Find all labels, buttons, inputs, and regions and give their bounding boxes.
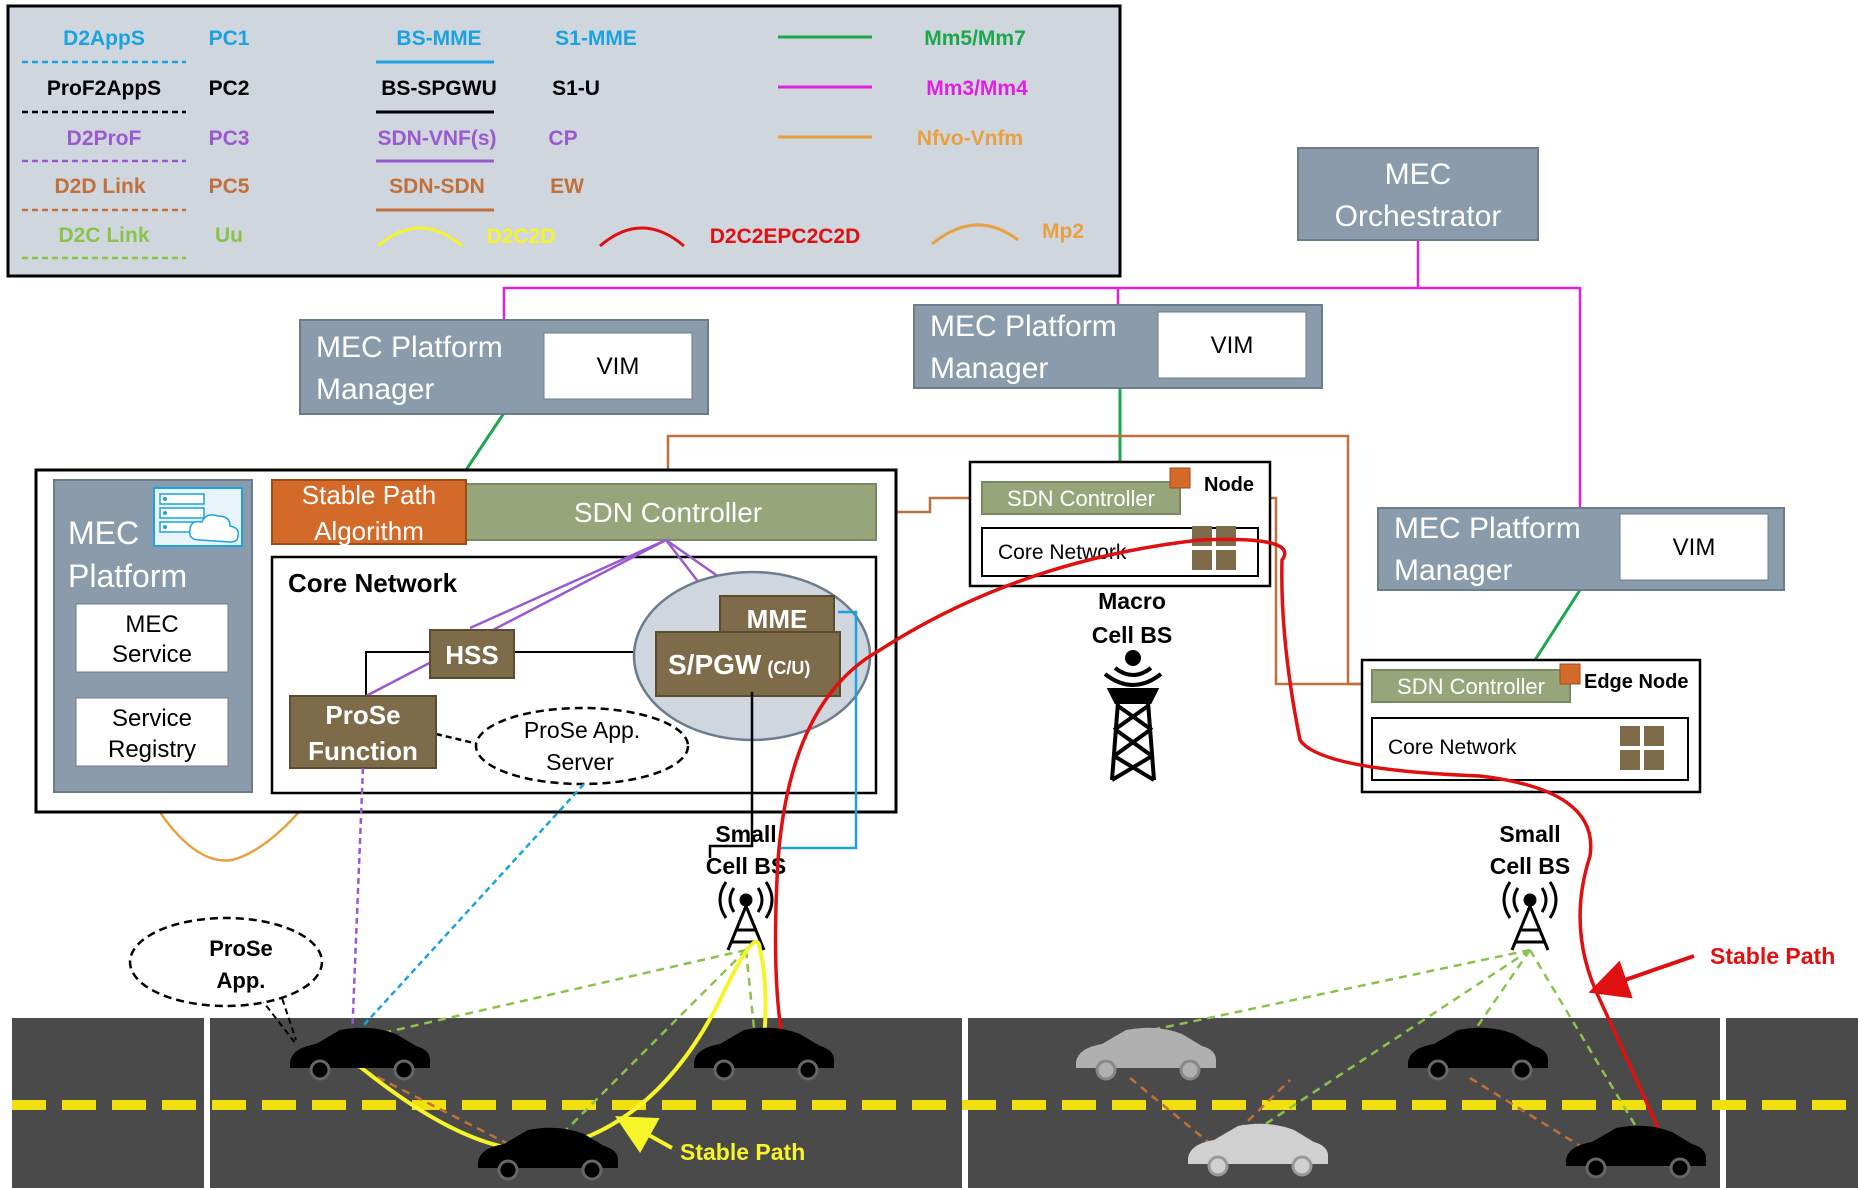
stable-path-algo-line1: Stable Path [302,480,436,510]
prose-app-line2: App. [217,968,266,993]
legend-d2c2d: D2C2D [487,225,556,248]
car-icon [1566,1125,1706,1179]
stable-path-label-1: Stable Path [680,1139,805,1165]
legend-s1-u: S1-U [552,77,600,100]
car-icon [694,1027,834,1081]
small-cell-2: Small Cell BS [1490,821,1571,951]
pm1-line2: Manager [316,373,434,406]
mec-orchestrator: MEC Orchestrator [1297,147,1539,241]
pm1-vim: VIM [597,353,640,380]
orchestrator-line1: MEC [1385,158,1452,191]
prose-function-line2: Function [308,736,418,766]
prose-app-bubble: ProSe App. [128,916,324,1008]
legend-mm5-mm7: Mm5/Mm7 [924,27,1026,50]
legend-d2c2epc2c2d: D2C2EPC2C2D [710,225,861,248]
mec-platform-line1: MEC [68,515,139,551]
pm3-line2: Manager [1394,554,1512,587]
small-cell-1: Small Cell BS [706,821,787,951]
links [253,537,1674,1161]
car-icon [478,1127,618,1181]
service-registry-line1: Service [112,705,192,732]
edge-core-label: Core Network [1388,736,1517,759]
stable-path-algo-line2: Algorithm [314,516,424,546]
macro-core-label: Core Network [998,541,1127,564]
pm1-line1: MEC Platform [316,331,503,364]
mec-service-line1: MEC [125,611,178,638]
macro-node: SDN Controller Node Core Network Macro C… [968,460,1272,782]
connections [148,240,1582,862]
small-cell-1-line1: Small [715,821,776,847]
stable-path-label-2: Stable Path [1710,943,1835,969]
legend-cp: CP [548,127,577,150]
edge-node-label: Edge Node [1584,671,1688,693]
pm3-vim: VIM [1673,534,1716,561]
pm2-vim: VIM [1211,332,1254,359]
car-icon [290,1027,430,1081]
spgw-label: S/PGW(C/U) [668,649,810,680]
mec-platform-line2: Platform [68,558,187,594]
macro-sdn-label: SDN Controller [1007,486,1155,511]
macro-bs-line1: Macro [1098,588,1166,614]
legend-mp2: Mp2 [1042,220,1084,243]
grid-icon [1620,726,1664,770]
legend-pc1: PC1 [209,27,250,50]
server-cloud-icon [153,487,243,547]
car-icon [1408,1027,1548,1081]
legend-s1-mme: S1-MME [555,27,637,50]
macro-tower-icon [1103,650,1163,782]
mec-service-line2: Service [112,641,192,668]
small-cell-1-line2: Cell BS [706,853,787,879]
orchestrator-line2: Orchestrator [1335,200,1502,233]
legend-pc3: PC3 [209,127,250,150]
platform-manager-3: MEC Platform Manager VIM [1377,507,1785,591]
service-registry-line2: Registry [108,736,196,763]
small-cell-2-line2: Cell BS [1490,853,1571,879]
mme-label: MME [747,604,808,634]
core-network-title: Core Network [288,568,458,598]
macro-node-label: Node [1204,474,1254,496]
legend-d2apps: D2AppS [63,27,145,50]
legend-ew: EW [550,175,584,198]
macro-bs-line2: Cell BS [1092,622,1173,648]
pm2-line1: MEC Platform [930,310,1117,343]
legend-mm3-mm4: Mm3/Mm4 [926,77,1028,100]
legend-sdn-vnf: SDN-VNF(s) [378,127,497,150]
legend-d2d-link: D2D Link [54,175,145,198]
platform-manager-1: MEC Platform Manager VIM [299,319,709,415]
prose-server-line2: Server [546,749,614,775]
small-cell-2-line1: Small [1499,821,1560,847]
edge-node: SDN Controller Edge Node Core Network [1360,658,1702,794]
platform-manager-2: MEC Platform Manager VIM [913,304,1323,389]
sdn-controller-label: SDN Controller [574,497,762,528]
legend-prof2apps: ProF2AppS [47,77,161,100]
legend-bs-mme: BS-MME [396,27,481,50]
legend-pc2: PC2 [209,77,250,100]
legend-nfvo-vnfm: Nfvo-Vnfm [917,127,1023,150]
hss-label: HSS [445,640,498,670]
legend: D2AppS PC1 ProF2AppS PC2 D2ProF PC3 D2D … [6,4,1122,278]
small-cell-tower-icon [1502,881,1558,951]
legend-sdn-sdn: SDN-SDN [389,175,485,198]
car-icon [1188,1123,1328,1177]
prose-function-line1: ProSe [325,700,400,730]
edge-sdn-label: SDN Controller [1397,674,1545,699]
pm3-line1: MEC Platform [1394,512,1581,545]
cars [290,1027,1706,1181]
mec-host: MEC Platform MEC Service Service Registr… [34,468,898,814]
legend-uu: Uu [215,224,243,247]
car-icon [1076,1027,1216,1081]
prose-app-line1: ProSe [209,936,273,961]
legend-d2prof: D2ProF [67,127,142,150]
pm2-line2: Manager [930,352,1048,385]
legend-d2c-link: D2C Link [58,224,149,247]
legend-bs-spgwu: BS-SPGWU [381,77,497,100]
stable-path-annotations: Stable Path Stable Path [615,943,1835,1165]
small-cell-tower-icon [718,881,774,951]
prose-server-line1: ProSe App. [524,717,640,743]
legend-pc5: PC5 [209,175,250,198]
